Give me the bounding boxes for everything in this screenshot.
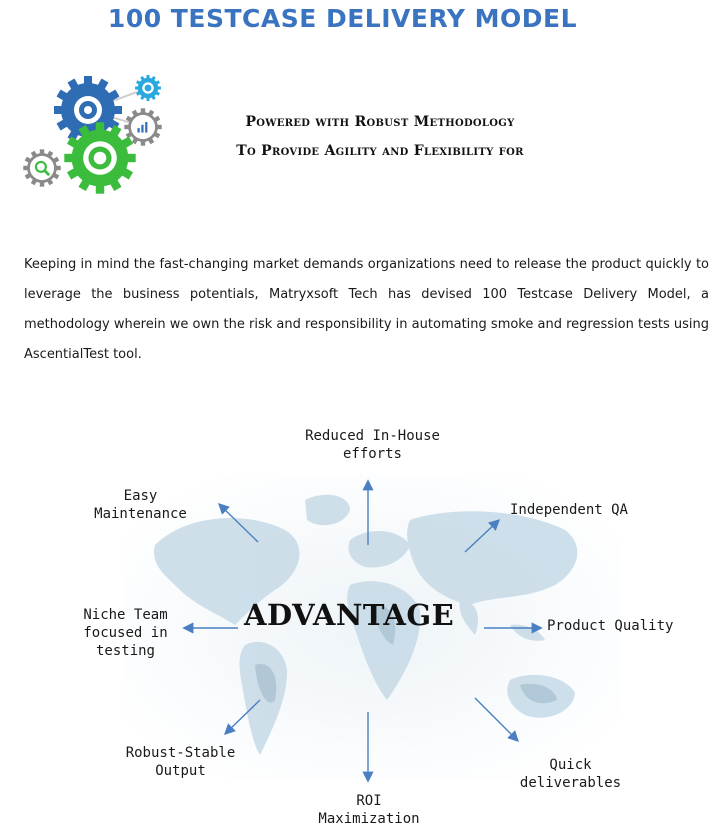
arrow-down-left <box>223 699 261 735</box>
intro-paragraph: Keeping in mind the fast-changing market… <box>24 257 709 362</box>
page-title: 100 TESTCASE DELIVERY MODEL <box>107 4 578 33</box>
arrow-down-right <box>474 697 519 742</box>
advantage-center-label: ADVANTAGE <box>244 598 455 632</box>
tagline-line-2: To Provide Agility and Flexibility for <box>236 143 524 159</box>
arrow-up-right <box>464 519 501 553</box>
tagline-line-1: Powered with Robust Methodology <box>245 114 515 130</box>
arrow-up-left <box>217 503 259 543</box>
advantage-top-right: Independent QA <box>509 502 628 518</box>
gears-icon <box>23 75 162 194</box>
advantage-right: Product Quality <box>547 618 674 634</box>
